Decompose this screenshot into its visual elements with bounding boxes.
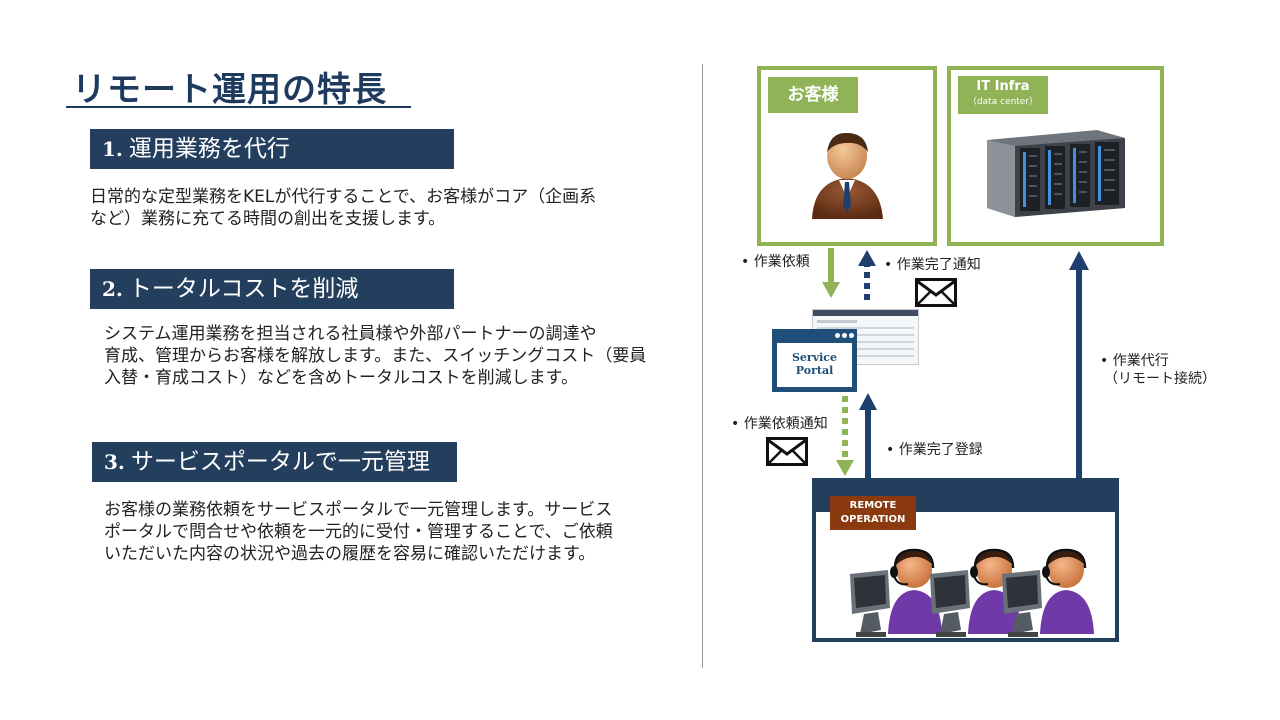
section-1-number: 1. — [102, 137, 123, 161]
window-dot-icon — [835, 333, 840, 338]
envelope-icon — [915, 278, 957, 307]
customer-label: お客様 — [768, 77, 858, 113]
page-title: リモート運用の特長 — [72, 70, 387, 110]
service-portal-window: Service Portal — [772, 329, 857, 392]
remote-operation-line1: REMOTE — [849, 500, 897, 511]
flow-complete-register-label: • 作業完了登録 — [886, 442, 983, 458]
service-portal-body: Service Portal — [777, 343, 852, 387]
infra-sublabel: （data center） — [967, 97, 1039, 107]
customer-person-icon — [812, 132, 883, 219]
section-2-number: 2. — [102, 277, 123, 301]
infra-label: IT Infra — [976, 79, 1030, 94]
section-1-heading: 運用業務を代行 — [128, 136, 290, 162]
section-1-line: 日常的な定型業務をKELが代行することで、お客様がコア（企画系 — [90, 187, 597, 207]
section-1-line: など）業務に充てる時間の創出を支援します。 — [90, 209, 446, 229]
arrow-request-notice-head — [836, 460, 854, 476]
remote-operation-box: REMOTE OPERATION — [812, 478, 1119, 642]
service-portal-label: Service Portal — [777, 351, 852, 377]
remote-operation-line2: OPERATION — [840, 514, 906, 525]
arrow-complete-notice-head — [858, 250, 876, 266]
section-3-heading: サービスポータルで一元管理 — [130, 449, 430, 475]
section-3-line: いただいた内容の状況や過去の履歴を容易に確認いただけます。 — [104, 544, 596, 564]
infra-tab: IT Infra （data center） — [958, 76, 1048, 114]
section-1-header: 1.運用業務を代行 — [90, 129, 454, 169]
envelope-icon — [766, 437, 808, 466]
section-3-number: 3. — [104, 450, 125, 474]
flow-proxy-sublabel: （リモート接続） — [1104, 371, 1216, 387]
flow-proxy-label: • 作業代行 — [1100, 353, 1169, 369]
section-3-line: ポータルで問合せや依頼を一元的に受付・管理することで、ご依頼 — [104, 522, 613, 542]
flow-complete-notice-label: • 作業完了通知 — [884, 257, 981, 273]
section-3-body: お客様の業務依頼をサービスポータルで一元管理します。サービス ポータルで問合せや… — [104, 499, 664, 565]
vertical-divider — [702, 64, 703, 668]
server-rack-icon — [987, 130, 1125, 217]
arrow-complete-register-head — [859, 393, 877, 410]
window-dot-icon — [842, 333, 847, 338]
section-2-line: システム運用業務を担当される社員様や外部パートナーの調達や — [104, 324, 597, 344]
service-portal-line1: Service — [791, 351, 837, 364]
window-dot-icon — [849, 333, 854, 338]
section-2-line: 入替・育成コスト）などを含めトータルコストを削減します。 — [104, 368, 578, 388]
title-underline — [66, 106, 411, 108]
operators-icon — [850, 548, 1094, 637]
arrow-request-head — [822, 282, 840, 298]
section-2-heading: トータルコストを削減 — [128, 276, 359, 302]
section-1-body: 日常的な定型業務をKELが代行することで、お客様がコア（企画系 など）業務に充て… — [90, 186, 650, 230]
section-2-body: システム運用業務を担当される社員様や外部パートナーの調達や 育成、管理からお客様… — [104, 323, 664, 389]
section-3-header: 3.サービスポータルで一元管理 — [92, 442, 457, 482]
section-2-header: 2.トータルコストを削減 — [90, 269, 454, 309]
flow-request-label: • 作業依頼 — [741, 254, 810, 270]
section-2-line: 育成、管理からお客様を解放します。また、スイッチングコスト（要員 — [104, 346, 647, 366]
arrow-proxy-head — [1069, 251, 1089, 270]
flow-request-notice-label: • 作業依頼通知 — [731, 416, 828, 432]
section-3-line: お客様の業務依頼をサービスポータルで一元管理します。サービス — [104, 500, 613, 520]
remote-operation-tag: REMOTE OPERATION — [830, 496, 916, 530]
service-portal-line2: Portal — [795, 364, 834, 377]
